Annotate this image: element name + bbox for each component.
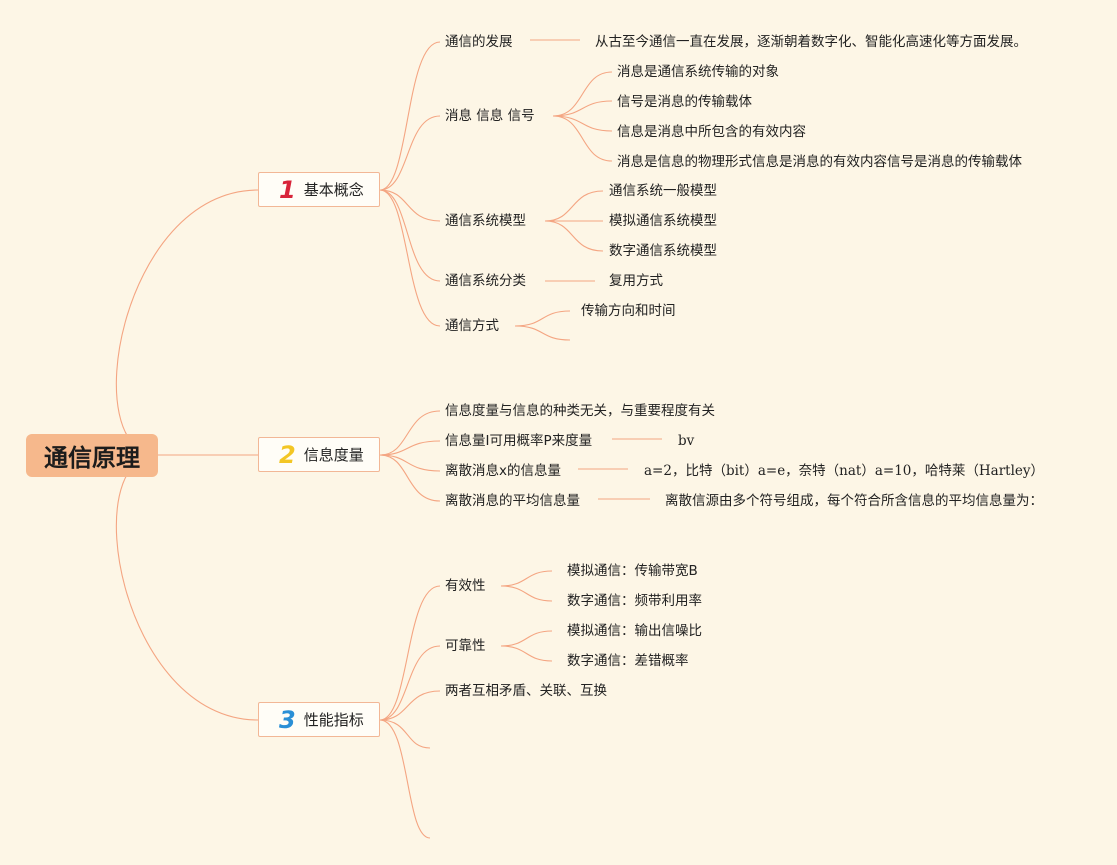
branch-label: 信息度量: [303, 446, 364, 464]
leaf-digital-error[interactable]: 数字通信：差错概率: [567, 653, 689, 669]
leaf-units[interactable]: a=2，比特（bit）a=e，奈特（nat）a=10，哈特莱（Hartley）: [644, 463, 1045, 479]
leaf-digital-efficiency[interactable]: 数字通信：频带利用率: [567, 593, 702, 609]
leaf-message-1[interactable]: 消息是通信系统传输的对象: [617, 64, 779, 80]
leaf-multiplexing[interactable]: 复用方式: [609, 273, 663, 289]
topic-discrete-info[interactable]: 离散消息x的信息量: [445, 463, 561, 479]
number-3-icon: 3: [279, 705, 296, 734]
link-root-b3: [115, 454, 259, 721]
link-root-b1: [115, 189, 259, 456]
leaf-model-3[interactable]: 数字通信系统模型: [609, 243, 717, 259]
root-node[interactable]: 通信原理: [26, 434, 158, 477]
number-2-icon: 2: [279, 440, 296, 469]
leaf-model-1[interactable]: 通信系统一般模型: [609, 183, 717, 199]
branch-label: 基本概念: [303, 181, 364, 199]
leaf-average-desc[interactable]: 离散信源由多个符号组成，每个符合所含信息的平均信息量为：: [665, 493, 1043, 509]
branch-node-basic-concepts[interactable]: 1 基本概念: [258, 172, 380, 207]
leaf-analog-bandwidth[interactable]: 模拟通信：传输带宽B: [567, 563, 698, 579]
number-1-icon: 1: [279, 175, 296, 204]
leaf-message-2[interactable]: 信号是消息的传输载体: [617, 94, 752, 110]
leaf-message-3[interactable]: 信息是消息中所包含的有效内容: [617, 124, 806, 140]
topic-communication-mode[interactable]: 通信方式: [445, 318, 499, 334]
branch-label: 性能指标: [303, 711, 364, 729]
leaf-model-2[interactable]: 模拟通信系统模型: [609, 213, 717, 229]
topic-average-info[interactable]: 离散消息的平均信息量: [445, 493, 580, 509]
topic-info-probability[interactable]: 信息量I可用概率P来度量: [445, 433, 593, 449]
topic-reliability[interactable]: 可靠性: [445, 638, 486, 654]
branch-node-information-measure[interactable]: 2 信息度量: [258, 437, 380, 472]
topic-system-classification[interactable]: 通信系统分类: [445, 273, 526, 289]
leaf-analog-snr[interactable]: 模拟通信：输出信噪比: [567, 623, 702, 639]
topic-measure-independence[interactable]: 信息度量与信息的种类无关，与重要程度有关: [445, 403, 715, 419]
leaf-bv[interactable]: bv: [678, 433, 695, 449]
leaf-message-4[interactable]: 消息是信息的物理形式信息是消息的有效内容信号是消息的传输载体: [617, 154, 1022, 170]
topic-system-model[interactable]: 通信系统模型: [445, 213, 526, 229]
topic-tradeoff[interactable]: 两者互相矛盾、关联、互换: [445, 683, 607, 699]
topic-development[interactable]: 通信的发展: [445, 34, 513, 50]
leaf-development-desc[interactable]: 从古至今通信一直在发展，逐渐朝着数字化、智能化高速化等方面发展。: [595, 34, 1027, 50]
leaf-direction-time[interactable]: 传输方向和时间: [581, 303, 676, 319]
topic-effectiveness[interactable]: 有效性: [445, 578, 486, 594]
topic-message-info-signal[interactable]: 消息 信息 信号: [445, 108, 535, 124]
branch-node-performance[interactable]: 3 性能指标: [258, 702, 380, 737]
